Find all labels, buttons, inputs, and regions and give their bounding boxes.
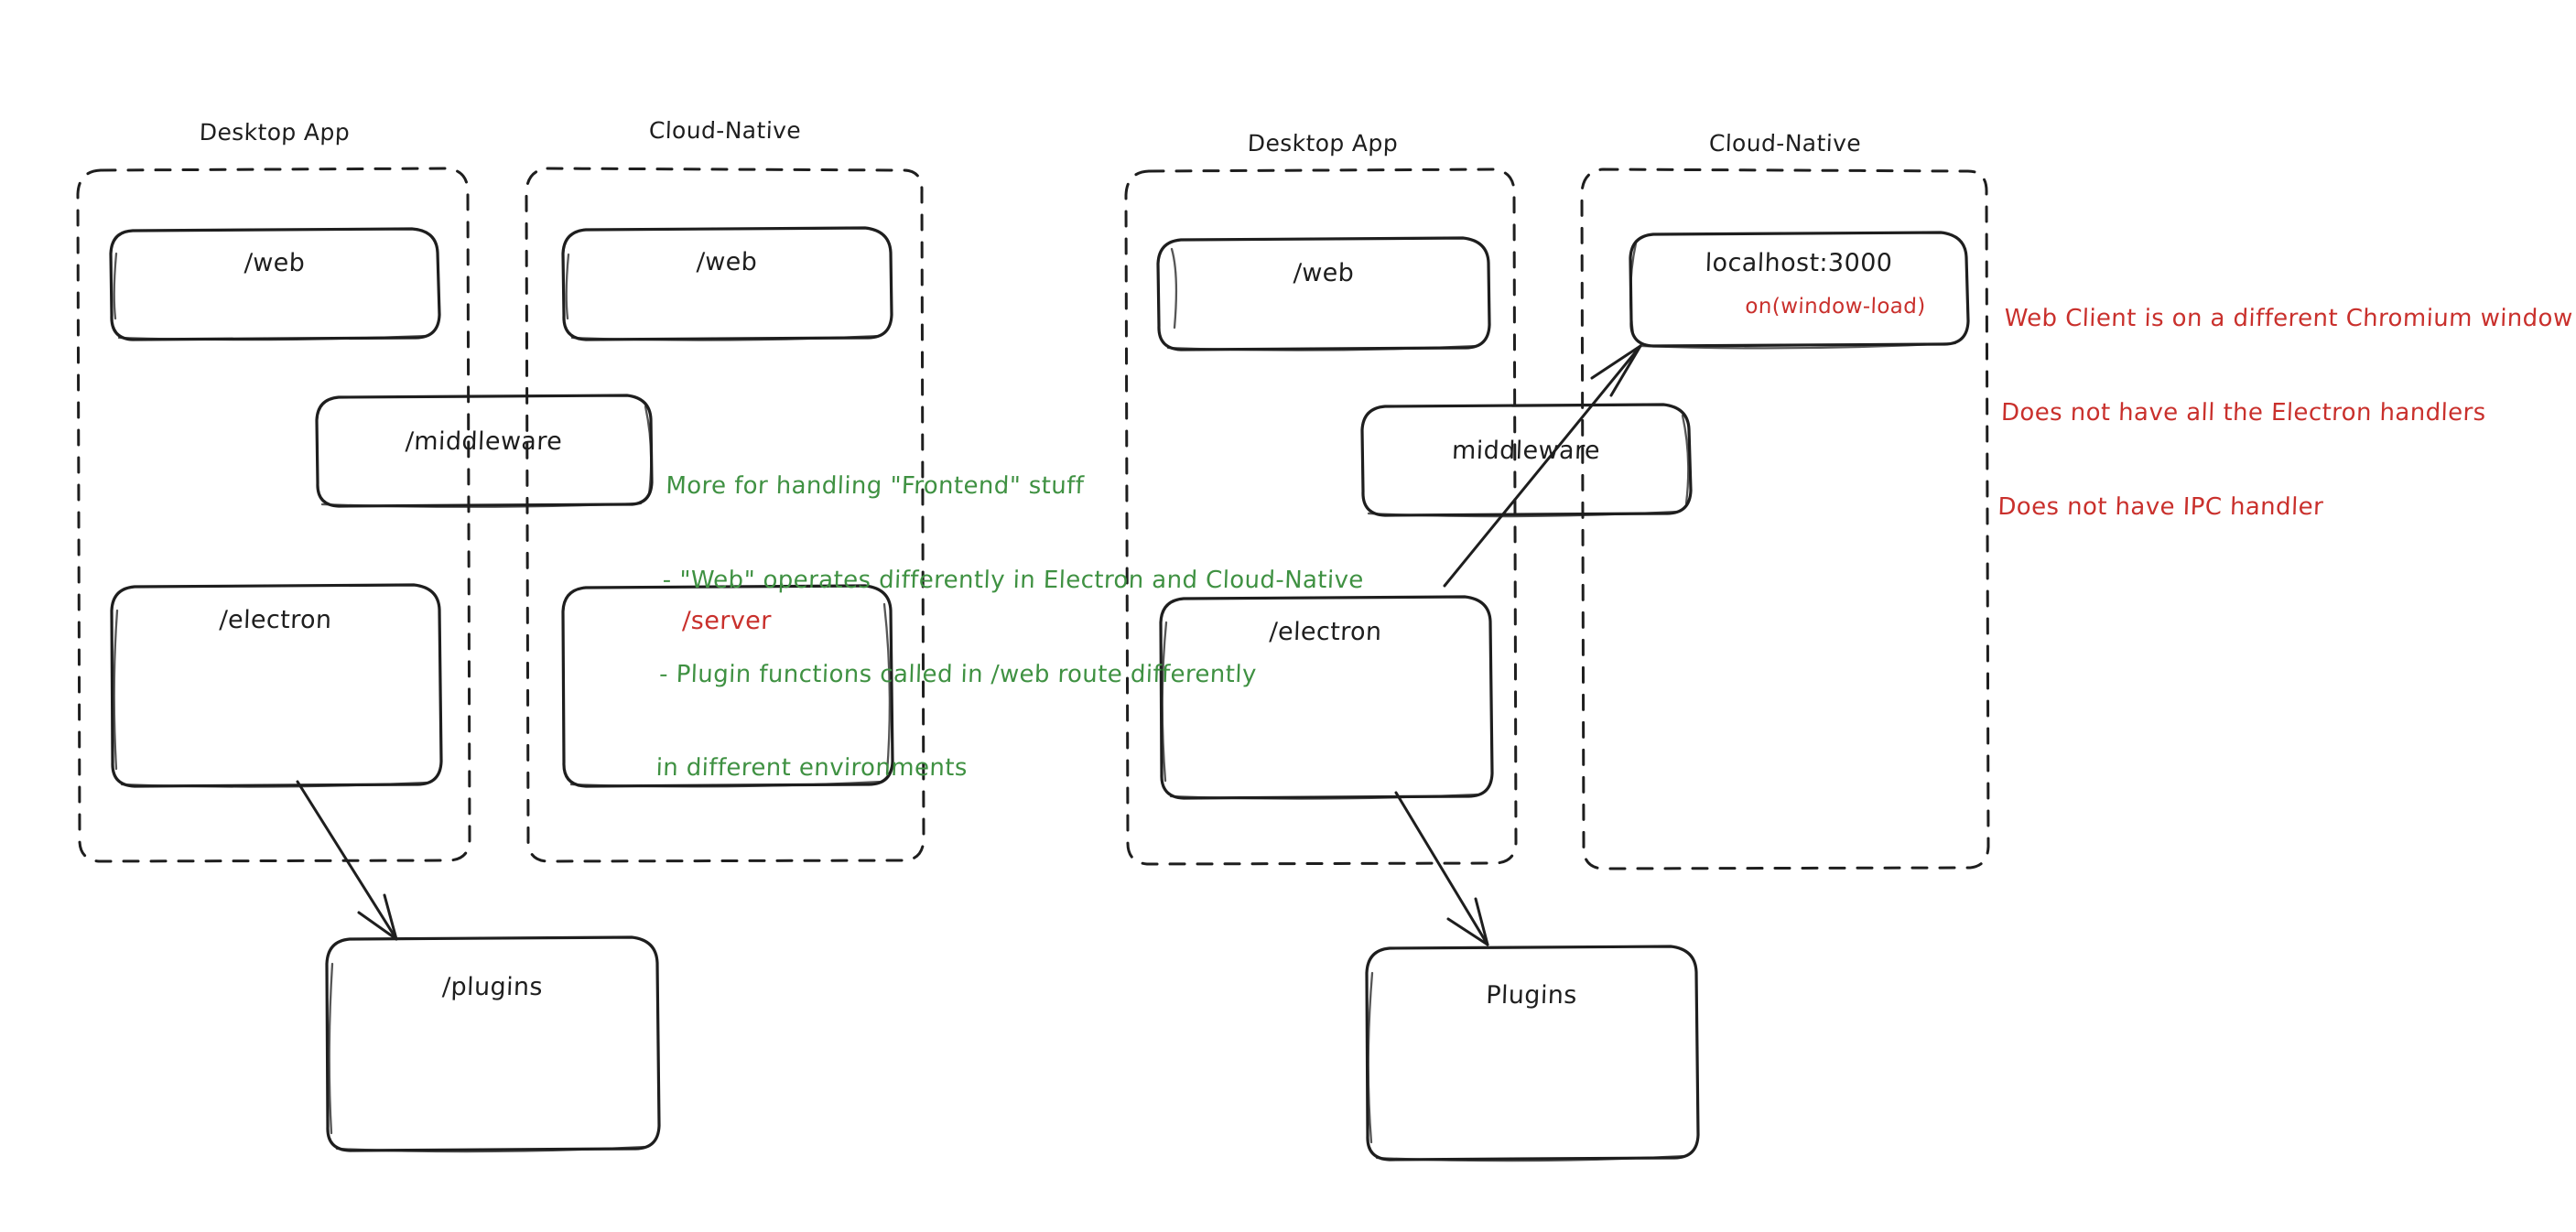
box-label-left-electron: /electron: [218, 606, 333, 634]
box-right-desktop-web[interactable]: [1156, 236, 1491, 351]
box-left-plugins[interactable]: [325, 935, 661, 1152]
box-left-electron-sketch: [113, 609, 428, 788]
box-label-right-localhost: localhost:3000: [1705, 249, 1893, 277]
annotation-red-line-1: Web Client is on a different Chromium wi…: [2004, 304, 2574, 332]
arrow-right-electron-to-localhost: [1443, 344, 1642, 588]
annotation-red-line-3: Does not have IPC handler: [1997, 492, 2324, 521]
group-label-right-cloud: Cloud-Native: [1708, 130, 1862, 157]
annotation-red: Web Client is on a different Chromium wi…: [1995, 240, 2576, 585]
box-label-left-cloud-web: /web: [696, 248, 758, 276]
annotation-green: More for handling "Frontend" stuff - "We…: [654, 407, 1392, 847]
box-left-middleware-sketch: [320, 405, 653, 508]
box-label-right-plugins: Plugins: [1485, 981, 1578, 1010]
box-left-electron[interactable]: [110, 583, 443, 788]
box-label-right-middleware: middleware: [1451, 437, 1601, 465]
box-right-middleware[interactable]: [1360, 403, 1693, 517]
annotation-green-line-4: in different environments: [655, 754, 969, 783]
box-left-server-sketch: [569, 602, 893, 788]
group-label-left-desktop: Desktop App: [199, 119, 351, 146]
box-left-cloud-web[interactable]: [561, 226, 893, 341]
group-container-right-desktop-outline: [1124, 168, 1518, 866]
group-label-left-cloud: Cloud-Native: [648, 117, 802, 144]
box-right-localhost-sketch: [1629, 242, 1957, 350]
annotation-green-line-1: More for handling "Frontend" stuff: [665, 471, 1085, 500]
box-label-right-desktop-web: /web: [1293, 259, 1355, 287]
box-left-desktop-web[interactable]: [109, 227, 441, 341]
box-label-left-middleware: /middleware: [405, 427, 563, 456]
group-label-right-desktop: Desktop App: [1247, 130, 1399, 157]
arrow-right-electron-to-plugins: [1394, 791, 1489, 946]
box-left-server[interactable]: [561, 584, 894, 788]
box-left-cloud-web-sketch: [565, 253, 881, 341]
arrow-left-electron-to-plugins: [296, 780, 398, 941]
box-left-plugins-sketch: [328, 962, 646, 1153]
box-right-plugins[interactable]: [1365, 945, 1700, 1162]
box-sublabel-right-localhost: on(window-load): [1744, 295, 1927, 319]
annotation-green-line-3: - Plugin functions called in /web route …: [658, 660, 1258, 688]
box-label-left-plugins: /plugins: [441, 973, 544, 1001]
annotation-red-line-2: Does not have all the Electron handlers: [2000, 398, 2487, 427]
box-right-electron[interactable]: [1159, 595, 1494, 800]
box-left-desktop-web-sketch: [113, 252, 428, 341]
annotation-green-line-2: - "Web" operates differently in Electron…: [662, 566, 1365, 594]
box-right-middleware-sketch: [1367, 414, 1690, 518]
box-right-desktop-web-sketch: [1166, 247, 1477, 351]
box-right-electron-sketch: [1161, 621, 1479, 800]
group-container-right-cloud: [1580, 168, 1990, 870]
group-container-left-cloud: [525, 167, 925, 863]
group-container-left-desktop: [76, 167, 471, 863]
box-label-left-desktop-web: /web: [244, 249, 306, 277]
box-right-plugins-sketch: [1367, 971, 1686, 1162]
